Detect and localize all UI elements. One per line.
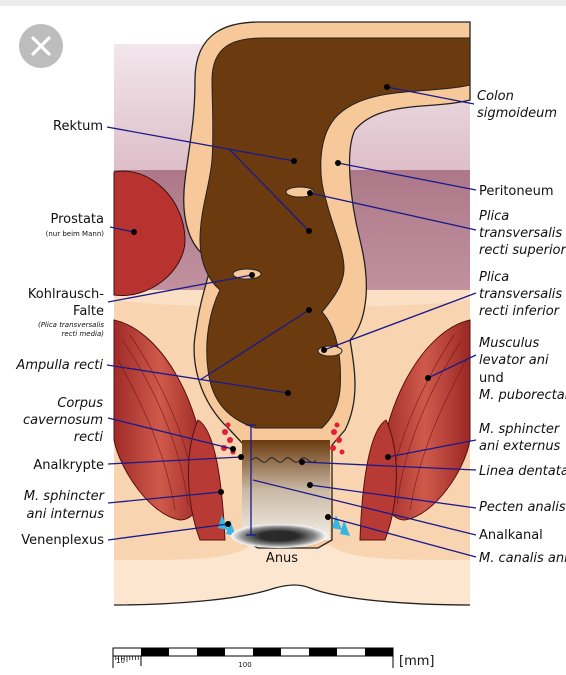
label-analkanal: Analkanal	[479, 528, 543, 543]
label-peritoneum: Peritoneum	[479, 184, 554, 199]
label-sphincter-ext-1: M. sphincter	[479, 422, 561, 437]
label-canalis: M. canalis ani	[479, 551, 566, 566]
label-venenplexus: Venenplexus	[21, 533, 104, 548]
scale-bar	[112, 647, 394, 668]
label-linea: Linea dentata	[479, 464, 566, 479]
label-prostata: Prostata	[50, 212, 104, 227]
label-levator-2: levator ani	[479, 353, 549, 368]
label-plica-inf-3: recti inferior	[479, 304, 561, 319]
label-prostata-note: (nur beim Mann)	[46, 230, 105, 238]
scale-tick-10: 10	[116, 657, 125, 665]
linea-dentata-line	[251, 457, 317, 463]
label-ampulla: Ampulla recti	[15, 358, 103, 373]
scale-unit: [mm]	[399, 654, 434, 669]
top-bar	[0, 0, 566, 6]
close-icon	[31, 36, 51, 56]
label-colon-2: sigmoideum	[477, 106, 557, 121]
label-plica-inf-2: transversalis	[479, 287, 562, 302]
anal-canal	[242, 440, 330, 540]
label-levator-4: M. puborectalis	[479, 388, 566, 403]
prostate-shape	[113, 170, 186, 297]
label-kohlrausch-note-2: recti media)	[62, 330, 105, 338]
label-analkrypte: Analkrypte	[33, 458, 104, 473]
label-sphincter-int-1: M. sphincter	[24, 489, 106, 504]
label-anus: Anus	[266, 551, 298, 566]
sphincter-externus	[188, 419, 397, 541]
label-plica-sup-3: recti superior	[479, 243, 566, 258]
label-levator-1: Musculus	[479, 336, 539, 351]
anus-opening	[231, 524, 327, 548]
pointer-lines	[106, 86, 477, 558]
label-corpus-3: recti	[74, 430, 104, 445]
label-rektum: Rektum	[53, 119, 103, 134]
label-corpus-2: cavernosum	[23, 413, 103, 428]
label-kohlrausch-2: Falte	[73, 304, 104, 319]
label-plica-inf-1: Plica	[479, 270, 509, 285]
lumen-content	[199, 37, 471, 429]
pointer-dots	[131, 84, 431, 527]
label-corpus-1: Corpus	[57, 396, 103, 411]
label-plica-sup-1: Plica	[479, 209, 509, 224]
analkanal-length-bar	[246, 424, 256, 536]
label-levator-3: und	[479, 371, 504, 386]
scale-tick-100: 100	[238, 661, 251, 669]
label-sphincter-ext-2: ani externus	[479, 439, 561, 454]
close-button[interactable]	[19, 24, 63, 68]
label-pecten: Pecten analis	[479, 500, 566, 515]
corpus-cavernosum-dots	[221, 422, 345, 455]
label-plica-sup-2: transversalis	[479, 226, 562, 241]
label-sphincter-int-2: ani internus	[27, 507, 105, 522]
venous-plexus-shape	[218, 515, 350, 536]
label-kohlrausch-1: Kohlrausch-	[28, 287, 104, 302]
label-kohlrausch-note-1: (Plica transversalis	[38, 321, 104, 329]
plica-superior-fold	[285, 186, 315, 198]
label-colon-1: Colon	[477, 89, 514, 104]
